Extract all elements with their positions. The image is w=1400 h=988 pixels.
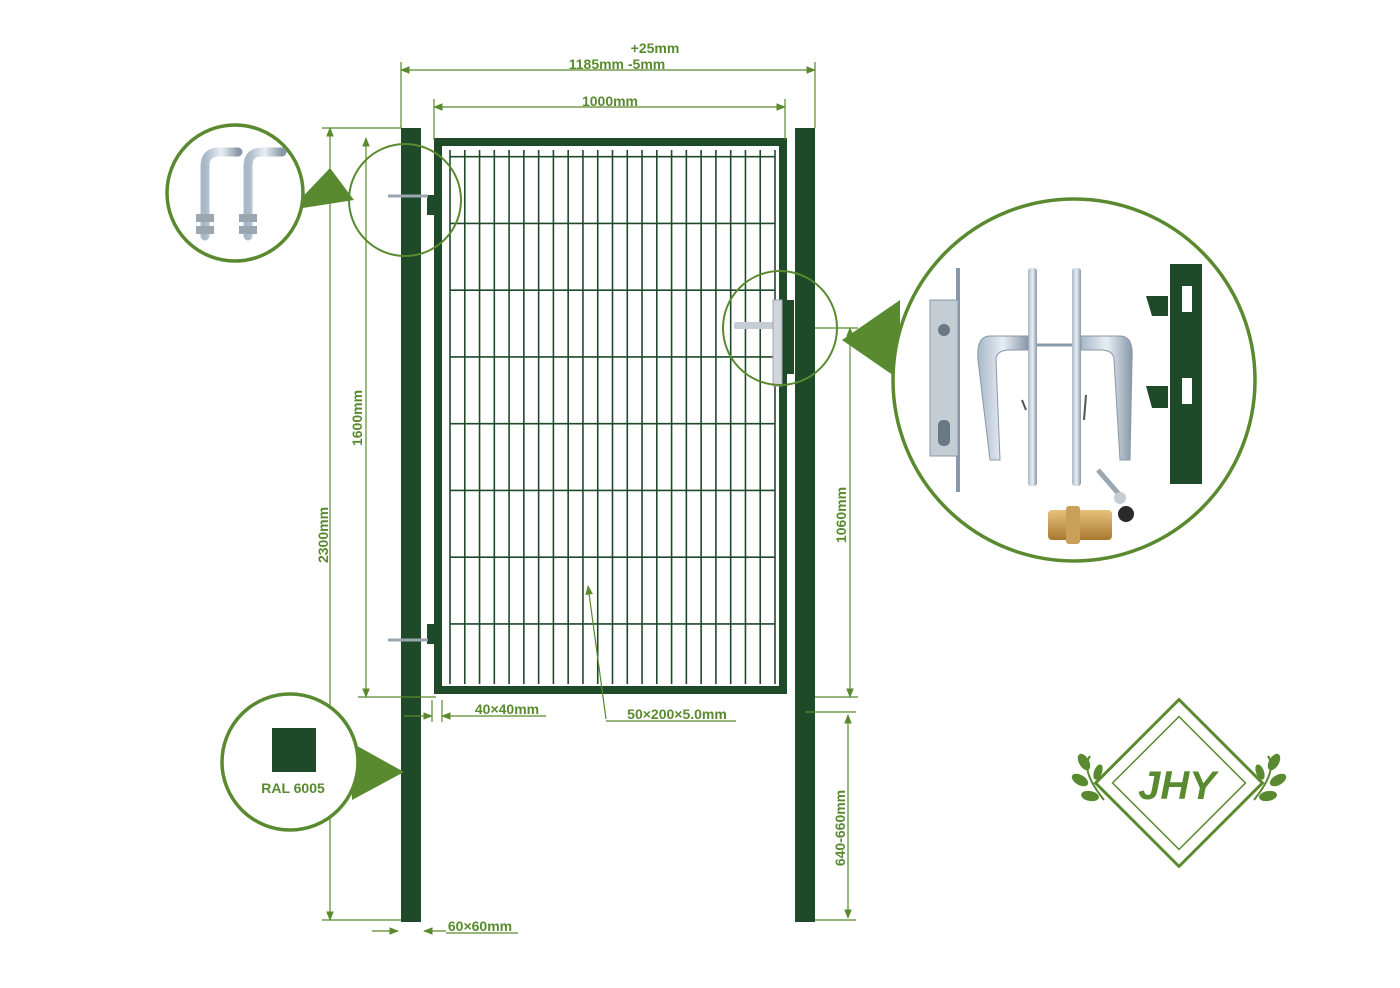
ral-color-callout: RAL 6005 bbox=[220, 692, 404, 832]
upper-hinge bbox=[388, 194, 436, 215]
ral-color-label: RAL 6005 bbox=[261, 780, 325, 796]
brand-logo: JHY bbox=[1071, 697, 1287, 869]
mortise-lock-icon bbox=[929, 268, 960, 492]
leaf-width-label: 1000mm bbox=[582, 93, 638, 109]
hinge-bolts-callout bbox=[165, 123, 354, 263]
ral-color-swatch bbox=[272, 728, 316, 772]
total-width-tolerance: +25mm bbox=[631, 40, 680, 56]
leaf-height-label: 1600mm bbox=[349, 390, 365, 446]
handle-height-label: 1060mm bbox=[833, 487, 849, 543]
strike-plate-icon bbox=[1146, 264, 1202, 484]
right-laurel-icon bbox=[1253, 753, 1287, 802]
lock-set-callout bbox=[842, 197, 1257, 563]
brand-logo-text: JHY bbox=[1138, 764, 1219, 808]
gate-lock bbox=[734, 299, 794, 387]
post-profile-label: 60×60mm bbox=[448, 918, 512, 934]
left-laurel-icon bbox=[1071, 753, 1105, 802]
total-width-label: 1185mm -5mm bbox=[569, 56, 666, 72]
embed-depth-label: 640-660mm bbox=[832, 790, 848, 866]
lock-zoom-marker bbox=[722, 270, 838, 386]
hinge-bolt-icon bbox=[196, 147, 287, 241]
lock-cylinder-icon bbox=[1048, 468, 1134, 544]
right-post bbox=[795, 128, 815, 922]
left-post bbox=[401, 128, 421, 922]
wire-mesh-panel bbox=[449, 150, 776, 684]
mesh-spec-label: 50×200×5.0mm bbox=[627, 706, 727, 722]
post-height-label: 2300mm bbox=[315, 507, 331, 563]
gate-leaf-frame bbox=[434, 138, 787, 694]
frame-profile-label: 40×40mm bbox=[475, 701, 539, 717]
door-handle-icon bbox=[977, 268, 1133, 486]
lower-hinge bbox=[388, 624, 436, 644]
